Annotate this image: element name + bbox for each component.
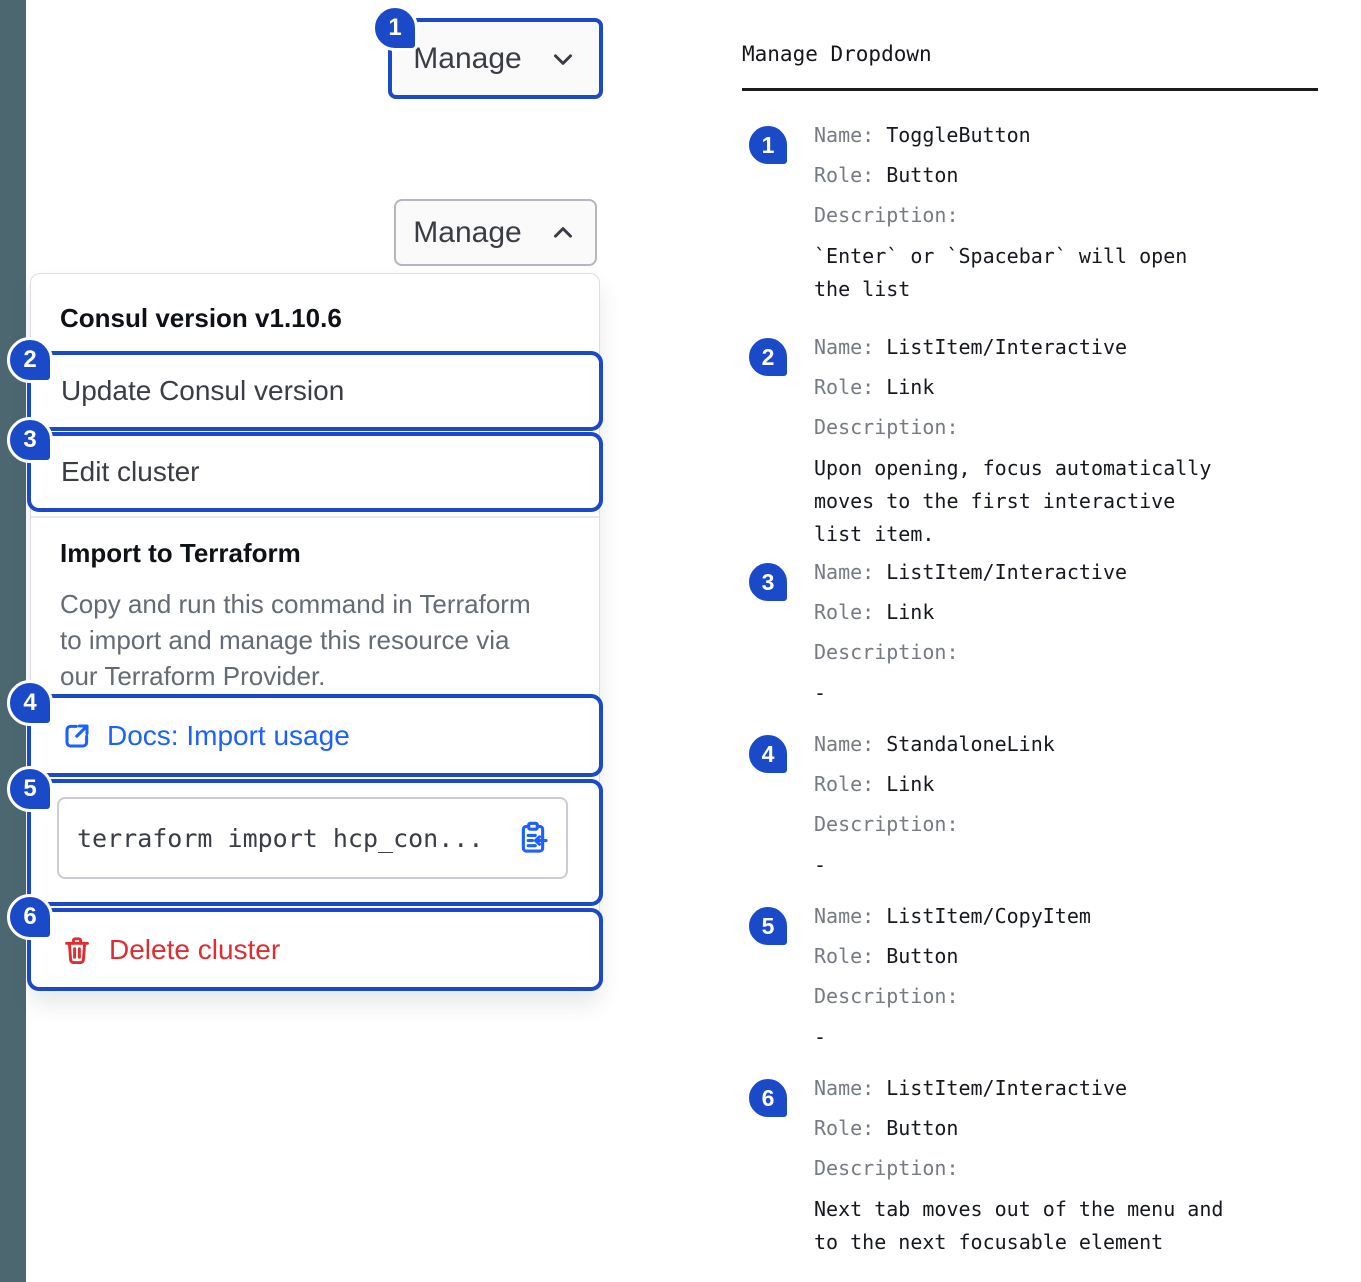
name-value: ToggleButton <box>886 123 1031 147</box>
annotation-badge-4: 4 <box>746 732 790 776</box>
spec-item-5: 5 Name: ListItem/CopyItem Role: Button Des… <box>746 896 1346 1054</box>
annotation-badge-6: 6 <box>7 894 53 940</box>
role-value: Link <box>886 772 935 796</box>
description-label: Description: <box>814 640 959 664</box>
chevron-down-icon <box>553 53 572 65</box>
annotation-badge-2: 2 <box>7 337 53 383</box>
description-value: - <box>814 853 827 877</box>
description-value: Next tab moves out of the menu and to th… <box>814 1197 1224 1254</box>
role-value: Link <box>886 600 935 624</box>
description-label: Description: <box>814 203 959 227</box>
manage-toggle-button-expanded[interactable]: Manage <box>394 199 597 266</box>
name-value: StandaloneLink <box>886 732 1055 756</box>
menu-item-update-consul-version[interactable]: Update Consul version <box>27 351 603 431</box>
chevron-up-icon <box>553 226 572 238</box>
terraform-command-text: terraform import hcp_con... <box>77 823 484 853</box>
role-label: Role: <box>814 375 875 399</box>
annotation-badge-4: 4 <box>7 680 53 726</box>
annotation-badge-1: 1 <box>372 5 418 51</box>
menu-item-docs-import-usage[interactable]: Docs: Import usage <box>27 694 603 777</box>
spec-item-3: 3 Name: ListItem/Interactive Role: Link De… <box>746 552 1346 710</box>
description-value: - <box>814 1025 827 1049</box>
spec-item-6: 6 Name:ListItem/Interactive Role:Button … <box>746 1068 1346 1259</box>
name-label: Name: <box>814 1076 875 1100</box>
name-label: Name: <box>814 560 875 584</box>
terraform-command-field[interactable]: terraform import hcp_con... <box>57 797 568 879</box>
name-value: ListItem/CopyItem <box>886 904 1091 928</box>
description-value: Upon opening, focus automatically moves … <box>814 456 1212 546</box>
role-value: Button <box>886 1116 959 1140</box>
role-label: Role: <box>814 600 875 624</box>
name-value: ListItem/Interactive <box>886 1076 1128 1100</box>
docs-link-label: Docs: Import usage <box>107 719 350 751</box>
name-label: Name: <box>814 732 875 756</box>
side-strip <box>0 0 26 1282</box>
import-terraform-description: Copy and run this command in Terraform t… <box>60 589 531 691</box>
spec-item-4: 4 Name: StandaloneLink Role: Link Descript… <box>746 724 1346 882</box>
menu-item-label: Edit cluster <box>61 456 200 487</box>
annotation-badge-3: 3 <box>7 417 53 463</box>
external-link-icon <box>65 723 89 748</box>
clipboard-copy-icon[interactable] <box>516 821 550 855</box>
name-value: ListItem/Interactive <box>886 335 1128 359</box>
role-value: Link <box>886 375 935 399</box>
name-label: Name: <box>814 904 875 928</box>
role-value: Button <box>886 944 959 968</box>
manage-toggle-button-collapsed[interactable]: Manage <box>388 18 603 99</box>
description-label: Description: <box>814 984 959 1008</box>
menu-divider <box>31 516 599 518</box>
description-value: `Enter` or `Spacebar` will open the list <box>814 244 1188 301</box>
role-label: Role: <box>814 163 875 187</box>
trash-icon <box>65 936 89 964</box>
description-label: Description: <box>814 1156 959 1180</box>
annotation-badge-1: 1 <box>746 123 790 167</box>
annotation-badge-6: 6 <box>746 1076 790 1120</box>
name-value: ListItem/Interactive <box>886 560 1128 584</box>
annotation-badge-5: 5 <box>746 904 790 948</box>
menu-item-label: Update Consul version <box>61 375 345 406</box>
name-label: Name: <box>814 335 875 359</box>
spec-item-2: 2 Name: ListItem/Interactive Role: Link De… <box>746 327 1346 551</box>
role-value: Button <box>886 163 959 187</box>
spec-item-1: 1 Name: ToggleButton Role: Button Descript… <box>746 115 1346 306</box>
manage-toggle-label: Manage <box>413 41 522 75</box>
spec-title-rule <box>742 88 1318 91</box>
manage-toggle-label: Manage <box>413 215 522 249</box>
description-label: Description: <box>814 812 959 836</box>
consul-version-header: Consul version v1.10.6 <box>60 303 342 333</box>
annotation-badge-3: 3 <box>746 560 790 604</box>
description-value: - <box>814 681 827 705</box>
description-label: Description: <box>814 415 959 439</box>
role-label: Role: <box>814 772 875 796</box>
import-terraform-header: Import to Terraform <box>60 538 301 568</box>
menu-item-delete-cluster[interactable]: Delete cluster <box>27 908 603 991</box>
annotation-badge-5: 5 <box>7 766 53 812</box>
annotation-badge-2: 2 <box>746 335 790 379</box>
spec-title: Manage Dropdown <box>742 42 932 66</box>
role-label: Role: <box>814 944 875 968</box>
menu-item-edit-cluster[interactable]: Edit cluster <box>27 432 603 512</box>
name-label: Name: <box>814 123 875 147</box>
delete-cluster-label: Delete cluster <box>109 933 281 965</box>
role-label: Role: <box>814 1116 875 1140</box>
